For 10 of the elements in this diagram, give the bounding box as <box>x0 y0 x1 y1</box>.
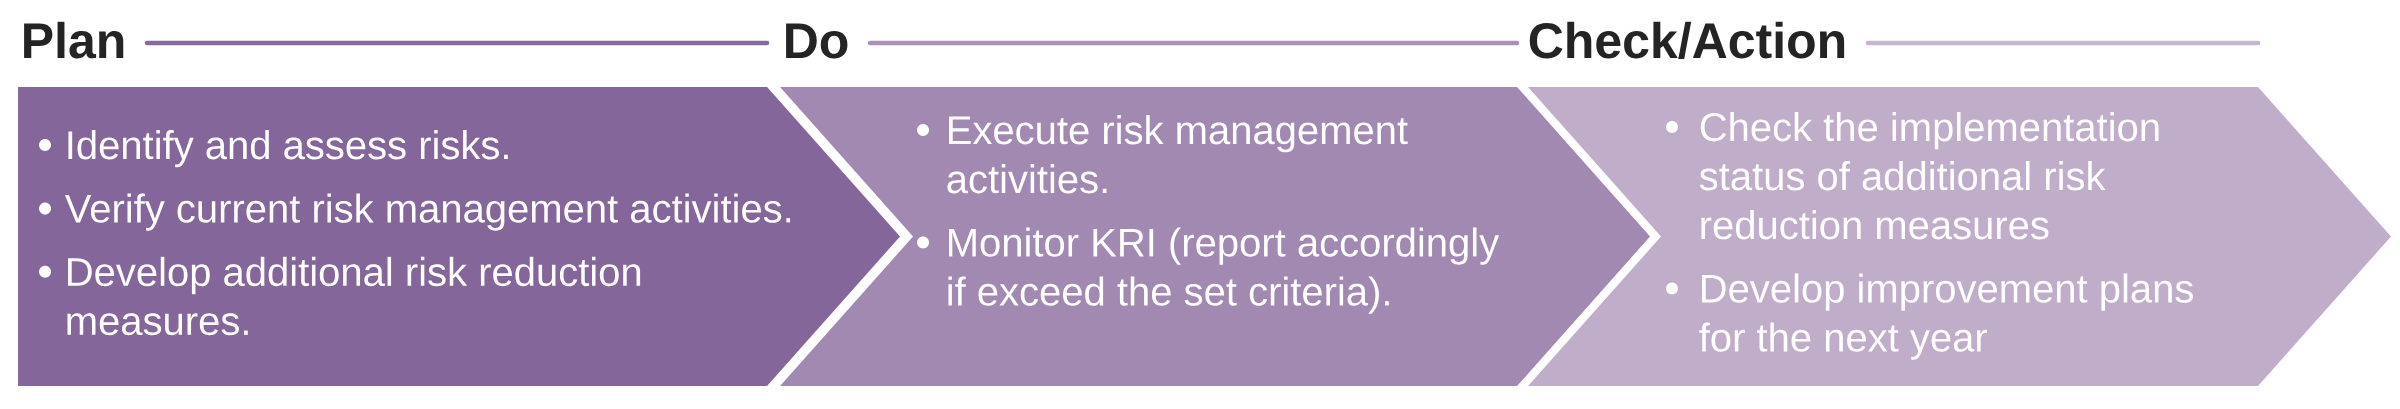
phase-heading: Plan <box>24 21 124 59</box>
phase-heading: Check/Action <box>1529 21 1845 59</box>
bullet-text: Execute risk management activities. <box>947 115 1408 194</box>
bullet-text: Check the implementation status of additional risk reduction measures <box>1699 112 2159 240</box>
bullet-text: Develop improvement plans for the next year <box>1699 273 2193 360</box>
bullet-text: Verify current risk management activities. <box>64 193 791 231</box>
phase-heading: Do <box>786 23 848 59</box>
bullet-text: Monitor KRI (report accordingly if exceed the set criteria). <box>948 227 1500 314</box>
bullet-text: Identify and assess risks. <box>68 130 508 168</box>
bullet-text: Develop additional risk reduction measures. <box>67 256 641 336</box>
